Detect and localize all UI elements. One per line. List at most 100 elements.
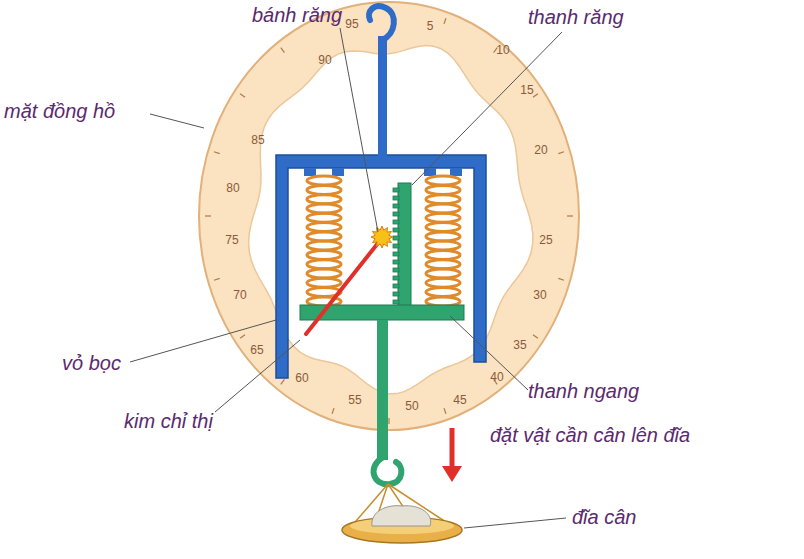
tick: [444, 408, 446, 414]
dial-number: 35: [513, 339, 526, 351]
down-arrow-head: [442, 466, 462, 482]
top-rod: [378, 36, 387, 156]
dial-number: 90: [318, 54, 331, 66]
tick: [214, 152, 220, 154]
gear: [371, 226, 393, 248]
top-hook: [369, 6, 394, 40]
leader-lines: [130, 28, 566, 528]
spring-coil: [307, 278, 341, 287]
tooth: [393, 188, 399, 192]
tooth: [393, 212, 399, 216]
tooth: [393, 276, 399, 280]
dial-number: 25: [539, 234, 552, 246]
tooth: [393, 252, 399, 256]
dial-number: 5: [427, 20, 434, 32]
dial-number: 15: [520, 84, 533, 96]
part-label: thanh răng: [528, 6, 624, 28]
dial-ring: [199, 2, 579, 430]
dial-number: 20: [534, 144, 547, 156]
rack-teeth: [393, 188, 399, 304]
object: [372, 506, 431, 526]
dial-number: 45: [453, 394, 466, 406]
spring-coil: [307, 232, 341, 241]
dial-number: 50: [405, 400, 418, 412]
tooth: [393, 292, 399, 296]
tooth: [393, 300, 399, 304]
tick: [567, 215, 573, 216]
tooth: [393, 244, 399, 248]
dial-number: 65: [250, 344, 263, 356]
spring-coil: [426, 250, 460, 259]
dial-number: 95: [345, 18, 358, 30]
dial-number: 10: [496, 44, 509, 56]
tooth: [393, 268, 399, 272]
lower-rod: [377, 320, 388, 460]
spring-coil: [426, 213, 460, 222]
tick: [240, 94, 245, 98]
tooth: [393, 236, 399, 240]
tick: [281, 379, 285, 384]
dial-number: 80: [226, 182, 239, 194]
dial-number: 60: [295, 372, 308, 384]
dial-number: 85: [251, 134, 264, 146]
spring-coil: [426, 176, 460, 185]
spring-coil: [426, 241, 460, 250]
tooth: [393, 204, 399, 208]
tooth: [393, 228, 399, 232]
tick: [240, 335, 245, 339]
tick: [205, 215, 211, 216]
lower-hook: [374, 458, 402, 484]
needle: [306, 238, 382, 334]
spring-coil: [307, 195, 341, 204]
tick: [281, 48, 285, 53]
part-label: đĩa cân: [572, 506, 637, 528]
part-label: đặt vật cần cân lên đĩa: [490, 424, 690, 446]
down-arrow: [450, 428, 455, 468]
springs: [307, 176, 460, 306]
tick: [214, 278, 220, 280]
part-label: vỏ bọc: [62, 352, 121, 374]
spring-coil: [426, 278, 460, 287]
spring-coil: [307, 223, 341, 232]
tick: [332, 408, 334, 414]
spring-coil: [307, 204, 341, 213]
part-label: mặt đồng hồ: [4, 100, 115, 122]
spring-coil: [307, 250, 341, 259]
spring-coil: [426, 269, 460, 278]
dial-number: 70: [233, 289, 246, 301]
spring-coil: [307, 176, 341, 185]
part-label: kim chỉ thị: [124, 410, 213, 432]
spring-coil: [307, 213, 341, 222]
spring-mount: [424, 168, 436, 176]
tick: [558, 152, 564, 154]
dial-number: 30: [533, 289, 546, 301]
tooth: [393, 196, 399, 200]
spring-coil: [307, 185, 341, 194]
tick: [388, 418, 389, 424]
spring-coil: [426, 223, 460, 232]
spring-coil: [426, 260, 460, 269]
spring-mount: [450, 168, 462, 176]
tick: [558, 278, 564, 280]
tooth: [393, 284, 399, 288]
spring-coil: [426, 204, 460, 213]
tick: [533, 335, 538, 339]
spring-coil: [307, 260, 341, 269]
tick: [444, 18, 446, 24]
spring-mount: [304, 168, 316, 176]
rack: [398, 183, 411, 308]
spring-coil: [426, 195, 460, 204]
spring-coil: [426, 288, 460, 297]
dial-ticks: [205, 8, 573, 424]
tooth: [393, 220, 399, 224]
dial-inner: [249, 46, 533, 394]
dial-number: 75: [225, 234, 238, 246]
dial-number: 55: [348, 394, 361, 406]
spring-coil: [307, 269, 341, 278]
spring-coil: [426, 185, 460, 194]
tick: [533, 94, 538, 98]
tooth: [393, 260, 399, 264]
spring-coil: [307, 241, 341, 250]
